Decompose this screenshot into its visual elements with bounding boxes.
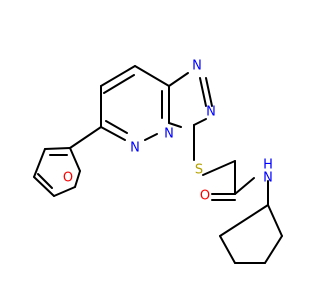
bond — [134, 65, 170, 87]
bond — [44, 147, 71, 150]
bond — [168, 72, 189, 87]
bond — [219, 204, 269, 237]
bond — [100, 126, 126, 141]
structure-canvas: O N N N N S O N H — [33, 59, 283, 264]
bond — [234, 177, 255, 195]
bond — [69, 147, 81, 172]
bond — [69, 126, 102, 149]
molecule-diagram: O N N N N S O N H — [33, 58, 283, 264]
triazole-n2-label: N — [206, 105, 216, 120]
bond — [100, 65, 136, 87]
bond — [37, 173, 53, 189]
sulfur-label: S — [195, 163, 203, 178]
bond-lines — [33, 65, 283, 264]
furan-oxygen-label: O — [63, 171, 73, 186]
bond — [193, 118, 207, 126]
bond — [33, 176, 55, 197]
bond — [199, 77, 207, 107]
bond — [267, 204, 283, 237]
bond — [105, 120, 128, 134]
amide-hydrogen-label: H — [263, 158, 273, 173]
bridgehead-n-label: N — [164, 127, 174, 142]
carbonyl-oxygen-label: O — [200, 189, 210, 204]
bond — [168, 122, 182, 128]
bond — [202, 160, 236, 176]
amide-nitrogen-label: N — [263, 171, 273, 186]
pyridazine-n1-label: N — [130, 141, 140, 156]
bond — [219, 235, 236, 264]
bond — [205, 77, 213, 107]
bond — [33, 148, 46, 178]
bond — [53, 186, 76, 197]
bond — [74, 170, 81, 188]
triazole-n1-label: N — [192, 59, 202, 74]
bond — [103, 74, 135, 94]
bond — [264, 235, 283, 264]
bond — [144, 133, 158, 141]
